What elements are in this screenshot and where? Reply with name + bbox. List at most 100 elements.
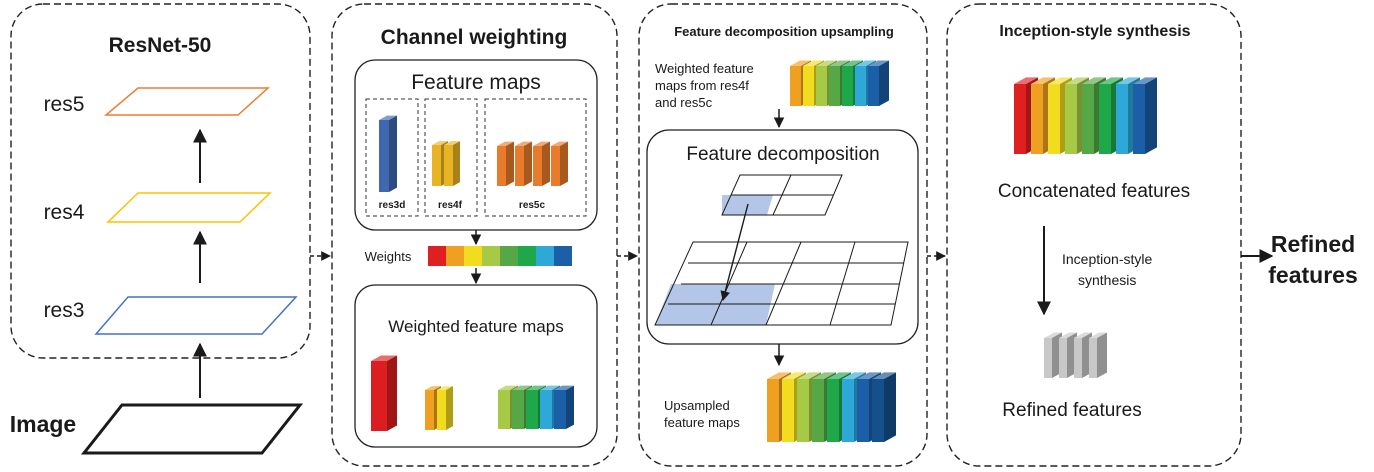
res3-plane — [94, 296, 298, 335]
block-face — [554, 385, 574, 390]
block-face — [1133, 77, 1157, 84]
block-face — [812, 372, 836, 379]
block-face — [1044, 332, 1062, 338]
block-face — [1082, 77, 1106, 84]
block-face — [540, 390, 552, 429]
inception-panel — [946, 3, 1242, 467]
res5c-blocks — [497, 141, 568, 186]
block-face — [884, 372, 896, 442]
weighted-res4f-blocks — [425, 386, 453, 430]
decomp-input-text-3: and res5c — [655, 95, 713, 110]
block-face — [827, 372, 851, 379]
block-face — [842, 60, 863, 66]
block-face — [797, 372, 821, 379]
block-face — [857, 379, 869, 442]
block-face — [1133, 84, 1145, 154]
block-face — [872, 379, 884, 442]
block-face — [506, 141, 514, 186]
block-face — [379, 115, 397, 120]
block-face — [1059, 338, 1067, 378]
weights-bar — [428, 246, 572, 266]
block-face — [816, 60, 837, 66]
resnet-panel — [10, 3, 311, 359]
block-face — [387, 355, 397, 431]
block-face — [1065, 77, 1089, 84]
block-face — [389, 115, 397, 192]
feature-decomposition-box — [646, 129, 919, 345]
block-face — [1044, 338, 1052, 378]
block-face — [497, 141, 514, 146]
block-face — [1116, 77, 1140, 84]
block-face — [868, 66, 879, 106]
res4-plane — [106, 192, 272, 223]
block-face — [533, 146, 542, 186]
block-face — [512, 390, 524, 429]
weighted-res5c-blocks — [498, 385, 574, 429]
res4f-blocks — [432, 141, 460, 186]
block-face — [868, 60, 889, 66]
block-face — [829, 60, 850, 66]
block-face — [425, 390, 434, 430]
block-face — [1048, 77, 1072, 84]
coarse-grid — [721, 174, 843, 216]
block-face — [515, 146, 524, 186]
block-face — [526, 385, 546, 390]
block-face — [829, 66, 840, 106]
weighted-feature-maps-title: Weighted feature maps — [388, 317, 563, 336]
block-face — [512, 385, 532, 390]
block-face — [437, 386, 453, 390]
block-face — [1031, 77, 1055, 84]
res3d-block — [379, 115, 397, 192]
block-face — [782, 372, 806, 379]
block-face — [1059, 332, 1077, 338]
decomp-input-text-1: Weighted feature — [655, 61, 754, 76]
block-face — [855, 66, 866, 106]
res5c-label: res5c — [519, 200, 546, 211]
block-face — [425, 386, 441, 390]
weight-cell — [518, 246, 536, 266]
weight-cell — [536, 246, 554, 266]
block-face — [790, 66, 801, 106]
block-face — [842, 372, 866, 379]
inception-title: Inception-style synthesis — [999, 23, 1190, 40]
block-face — [497, 146, 506, 186]
block-face — [1065, 84, 1077, 154]
channel-weighting-title: Channel weighting — [381, 26, 568, 49]
block-face — [1014, 77, 1038, 84]
block-face — [1048, 84, 1060, 154]
block-face — [1097, 332, 1107, 378]
block-face — [432, 145, 441, 186]
upsampled-text-1: Upsampled — [664, 398, 730, 413]
image-label: Image — [10, 411, 76, 437]
block-face — [560, 141, 568, 186]
res3d-label: res3d — [379, 200, 406, 211]
res3-label: res3 — [44, 299, 85, 322]
block-face — [526, 390, 538, 429]
concatenated-label: Concatenated features — [998, 181, 1190, 202]
block-face — [842, 379, 854, 442]
block-face — [1074, 332, 1092, 338]
decomposition-title: Feature decomposition upsampling — [674, 24, 894, 39]
block-face — [782, 379, 794, 442]
res5-label: res5 — [44, 93, 85, 116]
upsampled-text-2: feature maps — [664, 415, 740, 430]
block-face — [542, 141, 550, 186]
block-face — [812, 379, 824, 442]
refined-label: Refined features — [1002, 400, 1141, 421]
block-face — [855, 60, 876, 66]
block-face — [1089, 332, 1107, 338]
block-face — [432, 141, 448, 145]
block-face — [533, 141, 550, 146]
weight-cell — [428, 246, 446, 266]
block-face — [857, 372, 881, 379]
block-face — [1082, 84, 1094, 154]
block-face — [444, 141, 460, 145]
weight-cell — [554, 246, 572, 266]
refined-blocks — [1044, 332, 1107, 378]
block-face — [1014, 84, 1026, 154]
block-face — [1099, 77, 1123, 84]
output-label-line2: features — [1268, 262, 1357, 288]
weight-cell — [482, 246, 500, 266]
block-face — [842, 66, 853, 106]
